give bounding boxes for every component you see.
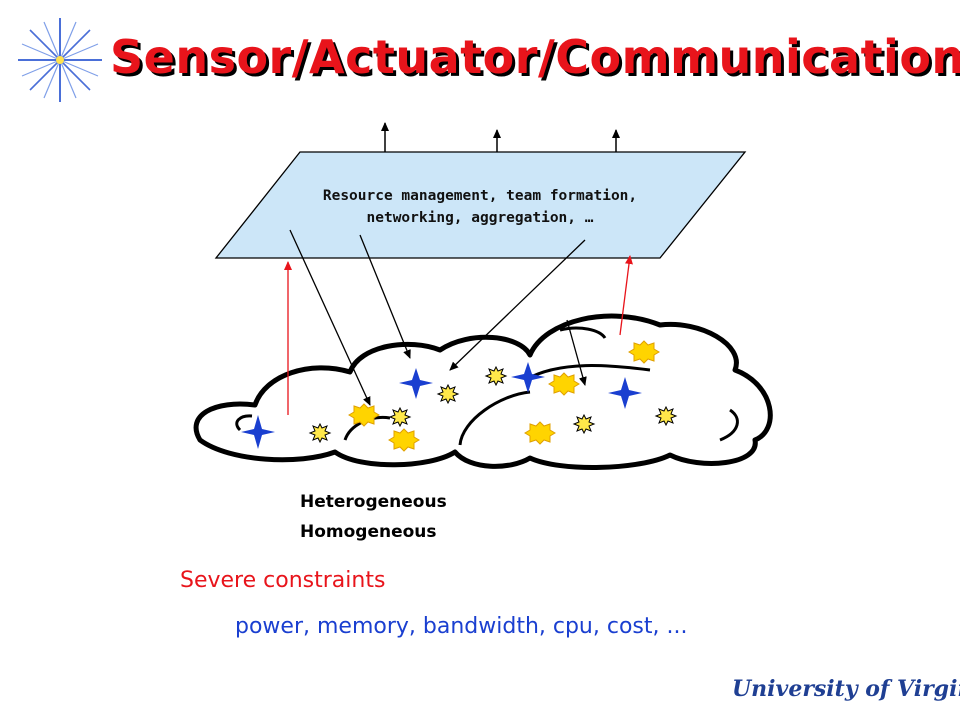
legend-homogeneous: Homogeneous [300,522,437,542]
control-arrow-3 [449,239,586,371]
node-sun-icon [628,340,660,364]
page-title: Sensor/Actuator/Communication [110,30,960,84]
node-star-icon [399,368,433,399]
middleware-plane [214,151,747,259]
plane-label-line-2: networking, aggregation, … [366,210,594,226]
node-star-icon [608,377,642,409]
node-spark-icon [572,413,596,435]
node-spark-icon [484,365,508,387]
node-star-icon [241,415,275,449]
university-logo: University of Virginia [732,676,960,702]
node-sun-icon [524,421,556,445]
node-sun-icon [348,403,380,427]
sensor-cloud [193,313,773,470]
node-sun-icon [388,428,420,452]
node-spark-icon [436,383,460,405]
constraints-list: power, memory, bandwidth, cpu, cost, ... [235,614,688,639]
constraints-heading: Severe constraints [180,568,386,593]
node-spark-icon [388,406,412,428]
node-spark-icon [308,422,332,444]
control-arrow-4 [566,319,587,386]
starburst-icon [18,18,102,102]
sense-arrow-2 [619,255,633,336]
legend-heterogeneous: Heterogeneous [300,492,447,512]
plane-label: Resource management, team formation, net… [270,185,690,229]
node-spark-icon [654,405,678,427]
plane-label-line-1: Resource management, team formation, [322,188,638,204]
control-arrow-2 [359,234,411,359]
control-arrow-1 [289,229,371,406]
node-star-icon [511,362,545,393]
node-sun-icon [548,372,580,396]
